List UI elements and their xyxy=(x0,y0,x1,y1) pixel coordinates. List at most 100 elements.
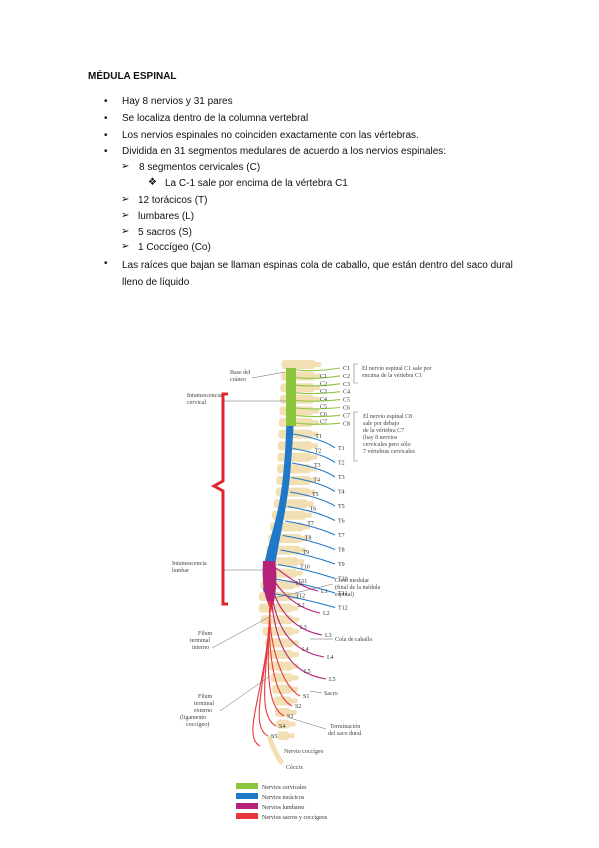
bullet-marker: • xyxy=(104,96,108,107)
legend-swatch-sacral xyxy=(236,813,258,819)
lumbar-nerve xyxy=(269,566,319,592)
nerve-label-thoracic-near: T5 xyxy=(312,492,319,498)
label-base-craneo: Base del cráneo xyxy=(230,370,252,383)
vertebra-process xyxy=(309,396,320,402)
nerve-label-thoracic-far: T8 xyxy=(338,548,345,554)
vertebra-process xyxy=(308,431,319,437)
nerve-label-lumbar-far: L1 xyxy=(321,589,328,595)
vertebra xyxy=(277,452,312,462)
nerve-label-thoracic-near: T4 xyxy=(313,478,320,484)
bullet-item: Se localiza dentro de la columna vertebr… xyxy=(122,113,309,124)
cervical-nerve xyxy=(295,383,341,387)
bullet-item: Los nervios espinales no coinciden exact… xyxy=(122,130,419,141)
vertebra-process xyxy=(303,501,314,507)
nerve-label-thoracic-near: T9 xyxy=(303,550,310,556)
nerve-label-thoracic-far: T7 xyxy=(338,533,345,539)
nerve-label-sacral: S1 xyxy=(303,694,309,700)
vertebra-process xyxy=(289,652,299,657)
nerve-label-lumbar-near: L2 xyxy=(298,603,305,609)
vertebra xyxy=(280,383,315,393)
nerve-label-cervical-near: C5 xyxy=(320,404,327,410)
spinal-cord-diagram: Base del cráneo Intumescencia cervical I… xyxy=(150,346,464,832)
nerve-label-thoracic-far: T11 xyxy=(338,591,347,597)
thoracic-nerve xyxy=(275,578,336,594)
arrow-marker: ➢ xyxy=(121,210,130,221)
nerve-label-thoracic-far: T9 xyxy=(338,562,345,568)
nerve-label-thoracic-near: T6 xyxy=(310,507,317,513)
label-filum-externo: Filum terminal externo (ligamento coccíg… xyxy=(180,694,216,728)
sub-sub-bullet-item: La C-1 sale por encima de la vértebra C1 xyxy=(165,178,348,189)
leader-line xyxy=(273,583,334,599)
nerve-label-lumbar-far: L4 xyxy=(327,655,334,661)
bullet-item: Dividida en 31 segmentos medulares de ac… xyxy=(122,146,447,157)
page-title: MÉDULA ESPINAL xyxy=(88,71,177,82)
label-intumescencia-lumbar: Intumescencia lumbar xyxy=(172,561,208,574)
label-nervio-coccigeo: Nervio coccígeo xyxy=(284,749,323,755)
vertebra-process xyxy=(310,373,321,379)
arrow-marker: ➢ xyxy=(121,161,130,172)
cervical-nerve xyxy=(295,422,341,425)
thoracic-nerve xyxy=(282,534,336,551)
legend-swatch-thoracic xyxy=(236,793,258,799)
nerve-label-cervical-far: C5 xyxy=(343,398,350,404)
nerve-label-thoracic-far: T5 xyxy=(338,504,345,510)
label-cola-caballo: Cola de caballo xyxy=(335,637,372,643)
nerve-label-thoracic-far: T4 xyxy=(338,490,345,496)
vertebra xyxy=(267,650,294,659)
vertebra-process xyxy=(288,675,299,681)
spinal-nerves xyxy=(273,367,341,609)
cauda-equina xyxy=(252,566,327,747)
c8-bracket xyxy=(353,411,358,462)
legend-swatch-cervical xyxy=(236,783,258,789)
figure-legend: Nervios cervicales Nervios torácicos Ner… xyxy=(236,783,328,821)
vertebra-process xyxy=(285,721,296,727)
nerve-label-sacral: S2 xyxy=(295,704,301,710)
spinal-cord-cervical xyxy=(286,368,296,426)
nerve-label-cervical-near: C4 xyxy=(320,397,327,403)
leader-line xyxy=(211,615,272,649)
legend-label-sacral: Nervios sacros y coccígeos xyxy=(262,815,328,821)
cervical-nerve xyxy=(295,391,341,395)
thoracic-nerve xyxy=(292,447,336,463)
label-terminacion-saco-dural: Terminación del saco dural xyxy=(328,724,362,737)
nerve-label-lumbar-far: L5 xyxy=(329,677,336,683)
thoracic-nerve xyxy=(280,549,336,565)
nerve-label-cervical-far: C2 xyxy=(343,374,350,380)
cervical-nerve xyxy=(295,367,341,372)
nerve-label-thoracic-near: T1 xyxy=(315,434,322,440)
nerve-label-thoracic-far: T12 xyxy=(338,606,348,612)
label-cono-medular: Cono medular (final de la médula espinal… xyxy=(335,578,382,598)
nerve-label-cervical-far: C4 xyxy=(343,390,350,396)
bullet-marker: • xyxy=(104,258,108,269)
nerve-label-sacral: S5 xyxy=(271,734,277,740)
vertebra-process xyxy=(307,443,318,449)
nerve-label-cervical-near: C6 xyxy=(320,412,327,418)
vertebra xyxy=(281,360,316,369)
cord-bracket xyxy=(210,392,228,606)
nerve-label-thoracic-near: T2 xyxy=(315,449,322,455)
nerve-label-cervical-near: C1 xyxy=(320,374,327,380)
thoracic-nerve xyxy=(293,433,336,449)
label-filum-interno: Filum terminal interno xyxy=(190,631,214,651)
nerve-label-thoracic-far: T2 xyxy=(338,461,345,467)
bullet-item: Hay 8 nervios y 31 pares xyxy=(122,96,233,107)
nerve-label-lumbar-near: L4 xyxy=(302,647,309,653)
vertebra-process xyxy=(305,489,316,495)
thoracic-nerve xyxy=(291,462,336,478)
vertebra-process xyxy=(296,547,307,553)
vertebra-process xyxy=(294,559,305,565)
nerve-label-lumbar-far: L3 xyxy=(325,633,332,639)
label-coccix: Cóccix xyxy=(286,765,303,771)
nerve-label-thoracic-near: T8 xyxy=(305,536,312,542)
vertebra-process xyxy=(289,628,300,634)
nerve-label-lumbar-near: L1 xyxy=(296,581,303,587)
vertebra xyxy=(268,661,293,671)
sub-bullet-item: 5 sacros (S) xyxy=(138,227,192,238)
vertebra-process xyxy=(288,663,299,669)
vertebra xyxy=(258,603,293,613)
sacral-nerve xyxy=(252,607,271,747)
lumbar-nerve xyxy=(269,575,323,636)
cervical-nerve xyxy=(295,414,341,418)
nerve-label-thoracic-near: T7 xyxy=(307,521,314,527)
nerve-label-thoracic-near: T11 xyxy=(298,579,307,585)
